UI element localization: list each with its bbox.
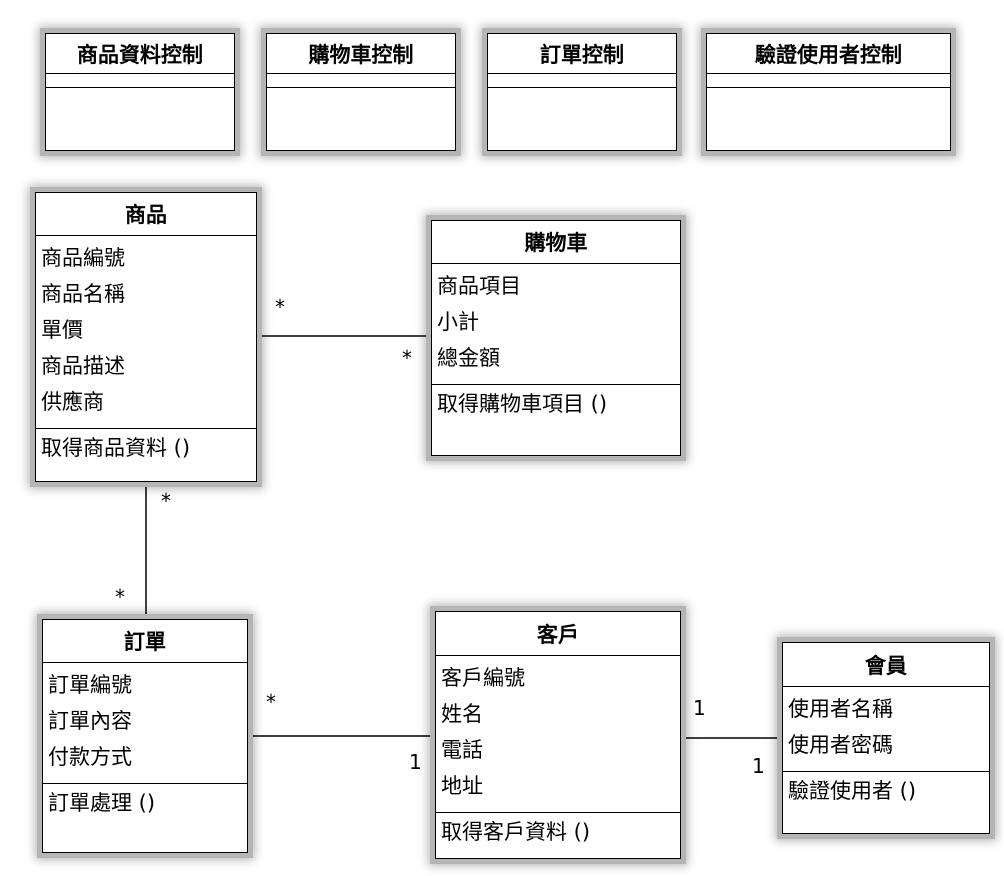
attributes-section: 訂單編號 訂單內容 付款方式 (43, 663, 247, 784)
class-name: 商品資料控制 (46, 34, 234, 74)
attribute: 姓名 (441, 702, 483, 726)
operations-section: 取得商品資料 () (36, 429, 256, 467)
attributes-section (267, 74, 455, 88)
attribute: 付款方式 (48, 745, 132, 769)
attribute: 供應商 (41, 390, 104, 414)
attribute: 使用者密碼 (788, 733, 893, 757)
attributes-section: 使用者名稱 使用者密碼 (783, 687, 989, 772)
multiplicity-order-customer-near-customer: 1 (409, 750, 422, 774)
operation: 訂單處理 () (48, 791, 156, 815)
attribute: 商品編號 (41, 246, 125, 270)
operations-section: 驗證使用者 () (783, 772, 989, 810)
class-cart-control: 購物車控制 (266, 33, 456, 151)
multiplicity-product-order-near-order: * (115, 585, 125, 609)
multiplicity-order-customer-near-order: * (266, 690, 276, 714)
operations-section: 取得客戶資料 () (436, 813, 680, 851)
operation: 取得商品資料 () (41, 436, 191, 460)
attribute: 訂單編號 (48, 673, 132, 697)
attributes-section: 商品編號 商品名稱 單價 商品描述 供應商 (36, 236, 256, 429)
class-product: 商品 商品編號 商品名稱 單價 商品描述 供應商 取得商品資料 () (35, 192, 257, 482)
operations-section: 取得購物車項目 () (432, 385, 680, 423)
class-member: 會員 使用者名稱 使用者密碼 驗證使用者 () (782, 642, 990, 834)
class-name: 會員 (783, 643, 989, 687)
class-name: 購物車控制 (267, 34, 455, 74)
multiplicity-customer-member-near-member: 1 (752, 754, 765, 778)
class-name: 訂單控制 (488, 34, 676, 74)
multiplicity-product-cart-near-cart: * (402, 346, 412, 370)
attribute: 電話 (441, 738, 483, 762)
attributes-section (488, 74, 676, 88)
attribute: 客戶編號 (441, 666, 525, 690)
attribute: 地址 (441, 774, 483, 798)
class-customer: 客戶 客戶編號 姓名 電話 地址 取得客戶資料 () (435, 611, 681, 859)
attributes-section (707, 74, 950, 88)
attributes-section: 客戶編號 姓名 電話 地址 (436, 656, 680, 813)
attribute: 商品描述 (41, 354, 125, 378)
attributes-section (46, 74, 234, 88)
multiplicity-product-order-near-product: * (161, 489, 171, 513)
attribute: 總金額 (437, 346, 500, 370)
attribute: 使用者名稱 (788, 697, 893, 721)
multiplicity-customer-member-near-customer: 1 (693, 696, 706, 720)
class-auth-control: 驗證使用者控制 (706, 33, 951, 151)
operations-section: 訂單處理 () (43, 784, 247, 822)
attributes-section: 商品項目 小計 總金額 (432, 264, 680, 385)
class-name: 購物車 (432, 221, 680, 264)
class-order: 訂單 訂單編號 訂單內容 付款方式 訂單處理 () (42, 619, 248, 853)
attribute: 商品項目 (437, 274, 521, 298)
class-cart: 購物車 商品項目 小計 總金額 取得購物車項目 () (431, 220, 681, 456)
class-name: 商品 (36, 193, 256, 236)
attribute: 訂單內容 (48, 709, 132, 733)
multiplicity-product-cart-near-product: * (275, 295, 285, 319)
class-name: 訂單 (43, 620, 247, 663)
operation: 取得客戶資料 () (441, 820, 591, 844)
attribute: 單價 (41, 318, 83, 342)
attribute: 商品名稱 (41, 282, 125, 306)
operation: 取得購物車項目 () (437, 392, 608, 416)
class-name: 驗證使用者控制 (707, 34, 950, 74)
attribute: 小計 (437, 310, 479, 334)
class-product-data-control: 商品資料控制 (45, 33, 235, 151)
class-order-control: 訂單控制 (487, 33, 677, 151)
operation: 驗證使用者 () (788, 779, 917, 803)
class-name: 客戶 (436, 612, 680, 656)
